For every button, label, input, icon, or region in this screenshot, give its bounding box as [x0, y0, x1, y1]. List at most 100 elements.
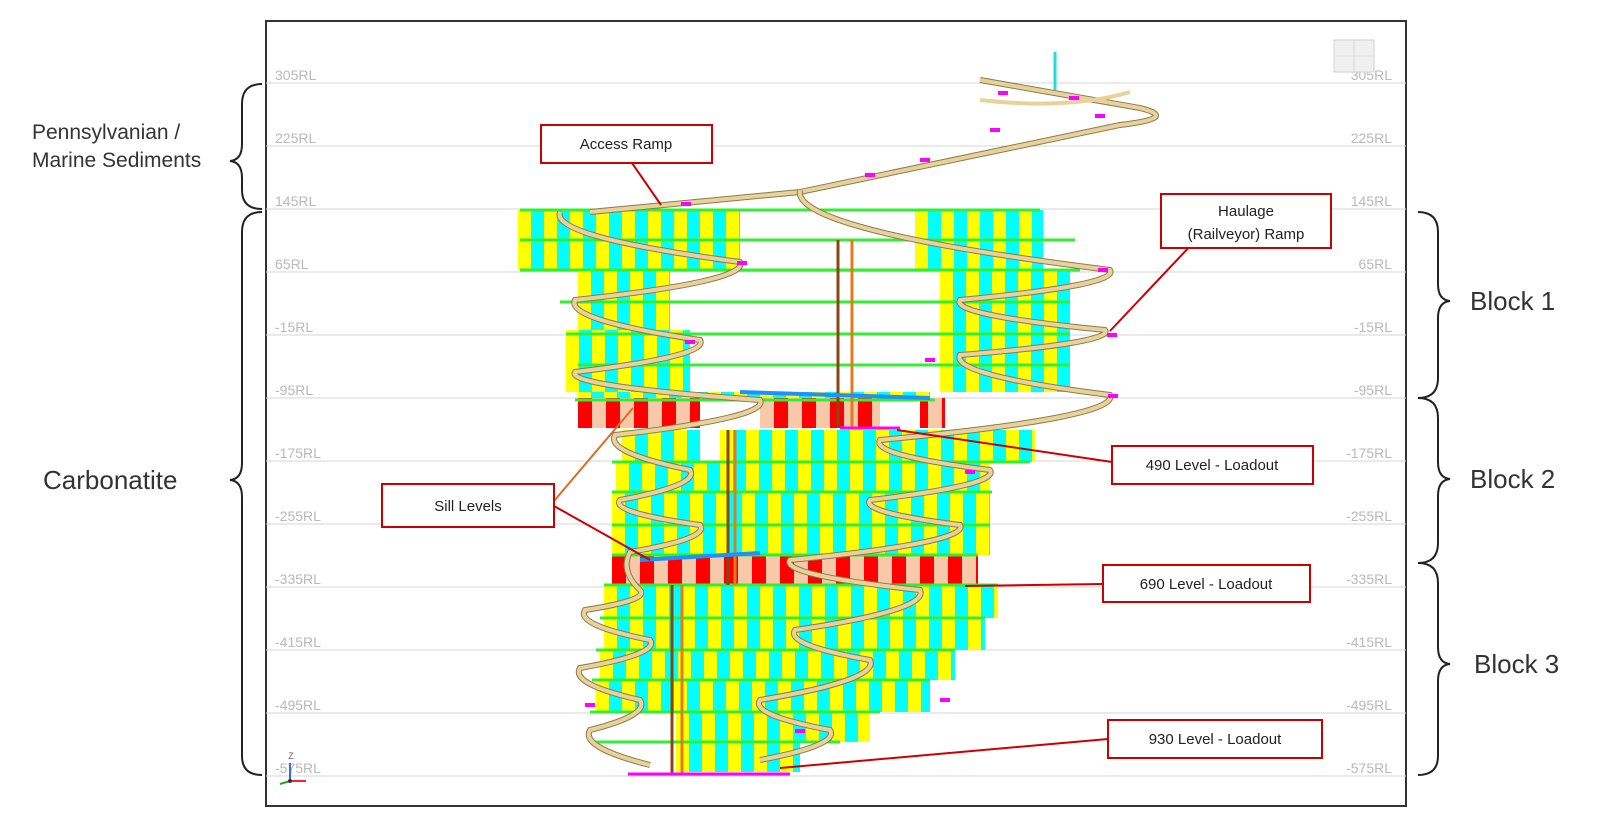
stope-block [1006, 430, 1019, 462]
stope-block [1032, 430, 1035, 462]
stope-block [605, 330, 618, 392]
sill-level-block [802, 398, 816, 428]
stope-block [604, 585, 617, 618]
marker [1107, 333, 1117, 337]
stope-block [746, 462, 759, 492]
access-ramp [589, 78, 1158, 214]
stope-block [781, 525, 794, 555]
stope-block [864, 618, 877, 650]
stope-block [811, 430, 824, 462]
stope-block [989, 492, 990, 525]
stope-block [851, 585, 864, 618]
rl-label-left: 305RL [275, 67, 316, 83]
stope-block [976, 492, 989, 525]
spiral-ramp-left [557, 211, 763, 767]
stope-block [786, 585, 799, 618]
stope-block [759, 462, 772, 492]
stope-block [916, 618, 929, 650]
stope-block [889, 462, 902, 492]
stope-block [656, 270, 669, 330]
sill-level-block [710, 555, 724, 585]
rl-label-left: -175RL [275, 445, 321, 461]
sill-level-block [738, 555, 752, 585]
marker [920, 158, 930, 162]
stope-block [911, 525, 924, 555]
stope-block [741, 712, 754, 742]
sill-level-block [858, 398, 872, 428]
stope-block [895, 680, 908, 712]
stope-block [661, 430, 674, 462]
stope-block [700, 680, 713, 712]
rl-label-right: -335RL [1346, 571, 1392, 587]
stope-block [682, 585, 695, 618]
stope-block [703, 525, 716, 555]
stope-block [795, 650, 808, 680]
stope-block [730, 650, 743, 680]
stope-block [898, 525, 911, 555]
stope-block [716, 525, 729, 555]
marker [1108, 394, 1118, 398]
stope-block [772, 462, 785, 492]
view-cube-icon[interactable] [1333, 39, 1375, 73]
stope-block [925, 650, 938, 680]
sill-level-block [934, 555, 948, 585]
stope-block [837, 462, 850, 492]
stope-block [992, 330, 1005, 392]
stope-block [656, 585, 669, 618]
stope-block [928, 462, 941, 492]
stope-block [955, 585, 968, 618]
rl-label-right: 145RL [1351, 193, 1392, 209]
block2-label: Block 2 [1470, 464, 1555, 494]
stope-block [811, 462, 824, 492]
access-ramp-label: Access Ramp [580, 136, 673, 153]
stope-block [794, 492, 807, 525]
rl-label-right: -175RL [1346, 445, 1392, 461]
stope-block [1019, 430, 1032, 462]
stope-block [713, 680, 726, 712]
stope-block [851, 618, 864, 650]
axis-z-label: Z [288, 751, 294, 761]
sill-level-block [878, 555, 892, 585]
rl-label-left: -255RL [275, 508, 321, 524]
stope-block [655, 462, 668, 492]
stope-block [743, 650, 756, 680]
stope-block [968, 585, 981, 618]
stope-block [915, 462, 928, 492]
stope-block [833, 525, 846, 555]
stope-block [630, 618, 643, 650]
axis-triad-icon: Z [279, 751, 306, 785]
stope-block [768, 492, 781, 525]
stope-block [785, 462, 798, 492]
conveyor [739, 390, 931, 400]
stope-block [648, 680, 661, 712]
stope-block [773, 585, 786, 618]
sill-level-block [816, 398, 830, 428]
stope-block [674, 430, 687, 462]
marker [998, 91, 1008, 95]
rl-label-left: 65RL [275, 256, 309, 272]
stope-block [741, 742, 754, 772]
rl-label-left: -495RL [275, 697, 321, 713]
rl-label-left: -575RL [275, 760, 321, 776]
stope-block [821, 650, 834, 680]
stope-block [963, 525, 976, 555]
conveyor [639, 551, 761, 562]
stope-block [717, 650, 730, 680]
stope-block [702, 712, 715, 742]
sill-level-block [668, 555, 682, 585]
stope-block [869, 680, 882, 712]
sill-level-block [752, 555, 766, 585]
rl-label-left: -335RL [275, 571, 321, 587]
stope-block [691, 650, 704, 680]
block1-label: Block 1 [1470, 286, 1555, 316]
sill-level-block [906, 555, 920, 585]
stope-block [687, 680, 700, 712]
sill-level-block [682, 555, 696, 585]
stope-block [721, 618, 734, 650]
rl-label-right: -95RL [1354, 382, 1392, 398]
stope-block [903, 618, 916, 650]
stope-block [1018, 270, 1031, 330]
access-ramp [979, 90, 1131, 106]
sill-level-block [662, 398, 676, 428]
